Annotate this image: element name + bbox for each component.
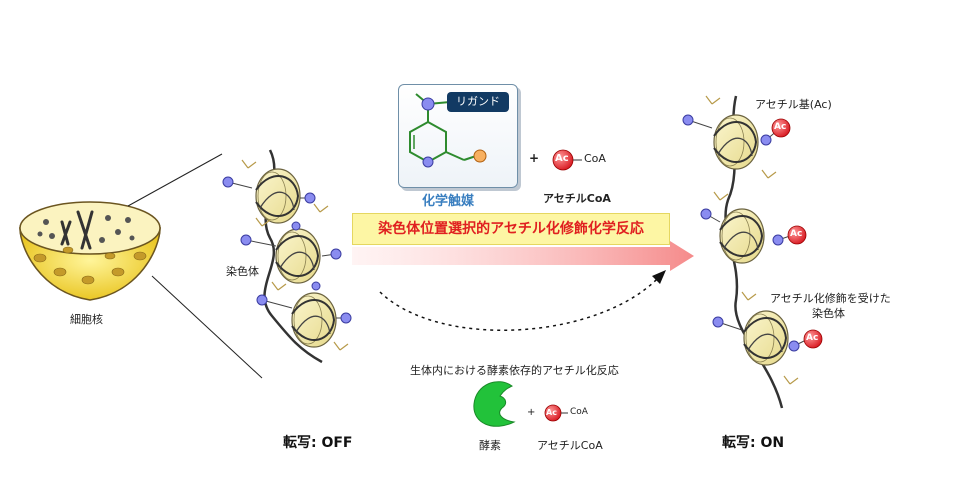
zoom-line-top bbox=[127, 153, 223, 207]
histone-tail-dot bbox=[682, 114, 800, 352]
ac-label: Ac bbox=[806, 333, 819, 343]
ac-label: Ac bbox=[546, 408, 557, 417]
zoom-line-bottom bbox=[151, 275, 263, 379]
acetyl-icon bbox=[544, 404, 568, 422]
coa-label: CoA bbox=[584, 152, 606, 165]
plus-sign: + bbox=[529, 151, 540, 165]
transcription-off-label: 転写: OFF bbox=[283, 435, 353, 451]
cell-nucleus-icon bbox=[19, 201, 161, 301]
nucleosome-icon bbox=[719, 208, 765, 264]
modified-chromatin-label-2: 染色体 bbox=[812, 307, 845, 320]
nucleosome-icon bbox=[255, 168, 301, 224]
nucleosome-icon bbox=[291, 292, 337, 348]
acetyl-coa-bold-label: アセチルCoA bbox=[543, 192, 611, 205]
plus-sign: + bbox=[527, 407, 536, 418]
acetyl-coa-label: アセチルCoA bbox=[537, 439, 603, 452]
chromosome-label: 染色体 bbox=[226, 265, 259, 278]
nucleosome-icon bbox=[743, 310, 789, 366]
acetyl-icon bbox=[771, 118, 823, 349]
ac-label: Ac bbox=[774, 122, 787, 132]
nucleosome-icon bbox=[713, 114, 759, 170]
histone-tail-dot bbox=[222, 176, 352, 324]
chromatin-off bbox=[222, 149, 352, 364]
ac-label: Ac bbox=[790, 229, 803, 239]
nucleus-label: 細胞核 bbox=[70, 313, 103, 326]
ac-label: Ac bbox=[555, 153, 569, 164]
in-vivo-label: 生体内における酵素依存的アセチル化反応 bbox=[410, 364, 619, 377]
modified-chromatin-label-1: アセチル化修飾を受けた bbox=[770, 292, 891, 305]
enzyme-label: 酵素 bbox=[479, 439, 501, 452]
chromatin-on bbox=[682, 95, 823, 409]
catalyst-label: 化学触媒 bbox=[422, 194, 475, 209]
catalyst-molecule-overlay bbox=[409, 93, 487, 168]
ligand-label: リガンド bbox=[447, 92, 509, 112]
reaction-title: 染色体位置選択的アセチル化修飾化学反応 bbox=[352, 213, 670, 245]
enzyme-icon bbox=[473, 381, 516, 427]
coa-label: CoA bbox=[570, 407, 588, 417]
transcription-on-label: 転写: ON bbox=[722, 435, 785, 451]
acetyl-group-label: アセチル基(Ac) bbox=[755, 98, 832, 111]
reaction-arrow bbox=[352, 241, 694, 271]
nucleosome-icon bbox=[275, 228, 321, 284]
in-vivo-dotted-arrow bbox=[379, 275, 661, 331]
acetyl-icon bbox=[552, 149, 582, 171]
